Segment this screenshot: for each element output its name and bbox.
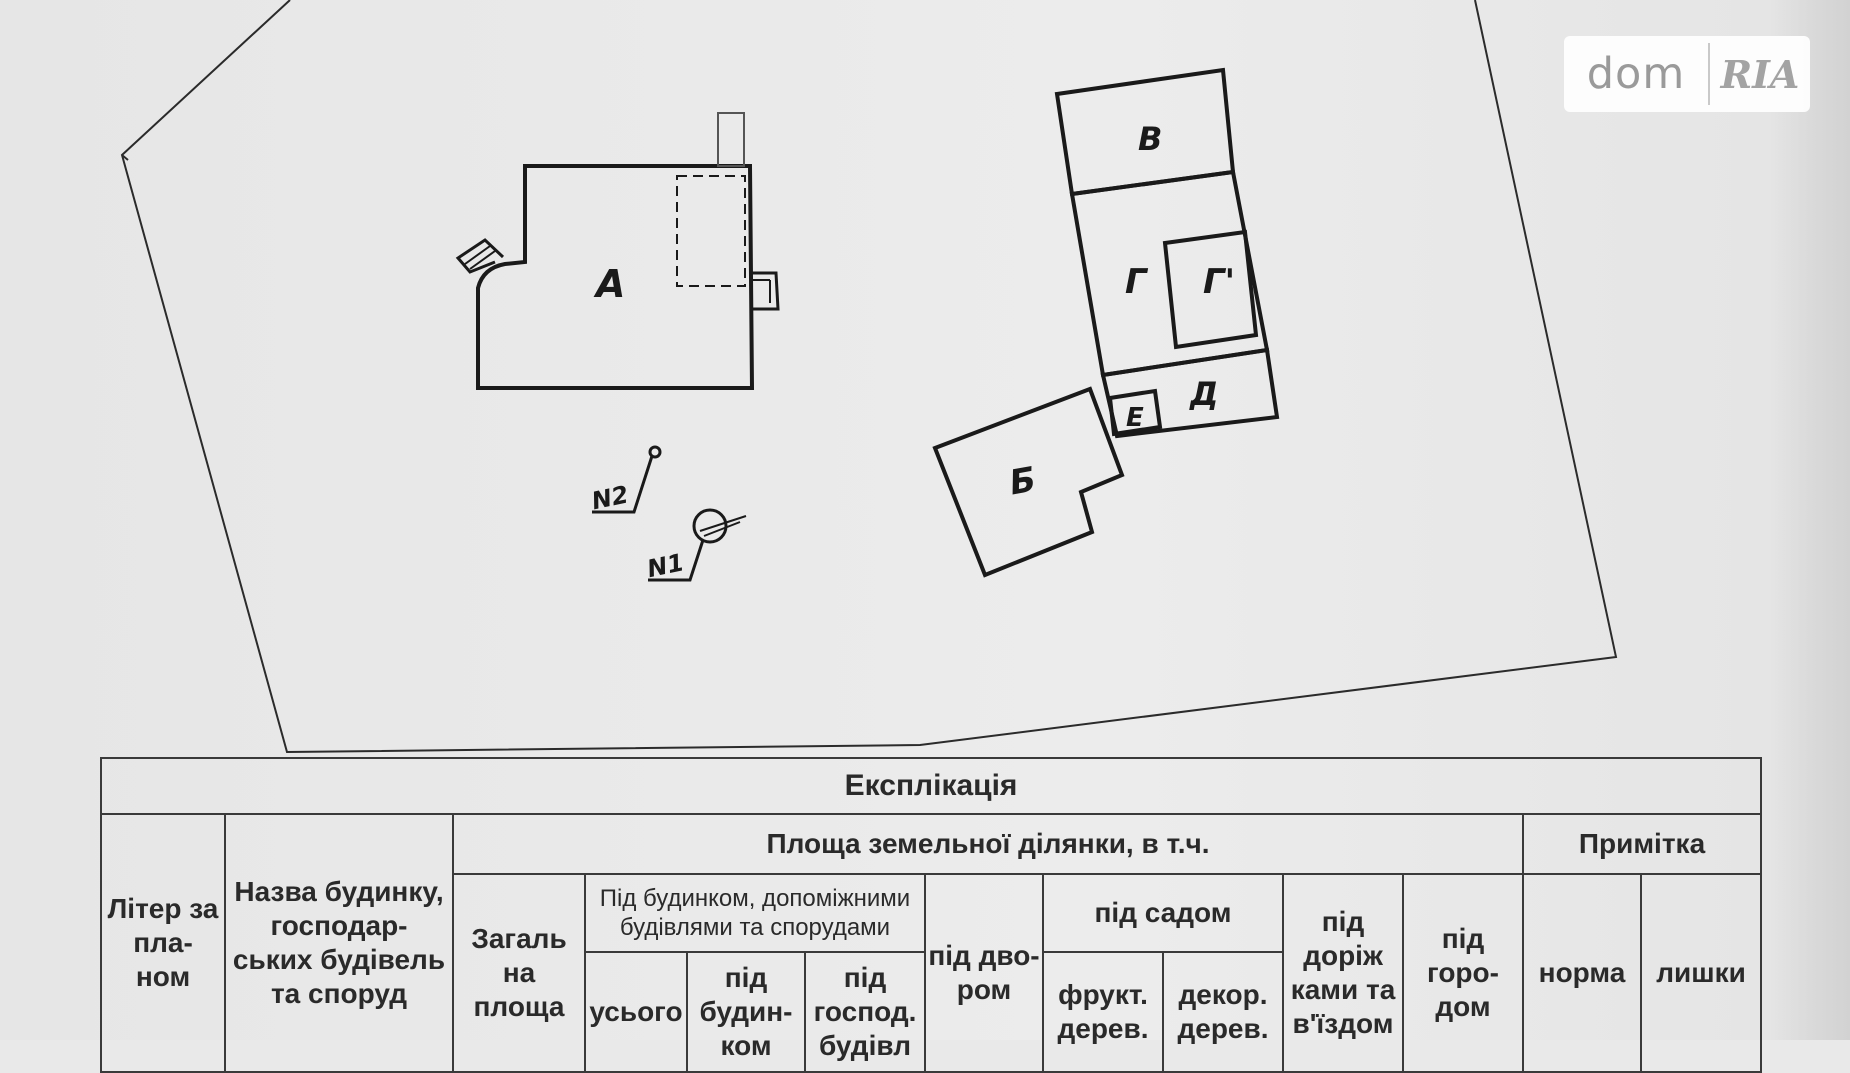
- label-building-g: Г: [1125, 262, 1149, 302]
- header-under-vegetable: під горо- дом: [1402, 873, 1524, 1073]
- label-building-d: Д: [1189, 375, 1219, 413]
- label-building-v: В: [1138, 120, 1162, 158]
- explication-title: Експлікація: [99, 757, 1763, 815]
- header-total: усього: [584, 951, 688, 1073]
- watermark-ria-text: RIA: [1720, 51, 1800, 97]
- label-building-e: Е: [1126, 403, 1144, 433]
- header-under-yard: під дво- ром: [924, 873, 1044, 1073]
- watermark-logo: dom RIA: [1564, 36, 1810, 112]
- plot-boundary-edge: [121, 154, 129, 161]
- header-fruit-trees: фрукт. дерев.: [1042, 951, 1164, 1073]
- building-complex: [932, 67, 1280, 578]
- label-marker-2: N2: [589, 480, 631, 515]
- label-building-g1: Г': [1203, 262, 1235, 302]
- header-norm: норма: [1522, 873, 1642, 1073]
- building-g1: [1162, 229, 1259, 350]
- explication-table-wrap: Експлікація Літер за пла- ном Назва буди…: [99, 757, 1763, 1073]
- building-b: [932, 386, 1125, 578]
- header-decor-trees: декор. дерев.: [1162, 951, 1284, 1073]
- building-a: [455, 112, 780, 390]
- explication-table: Експлікація Літер за пла- ном Назва буди…: [99, 757, 1763, 1073]
- label-building-a: А: [593, 262, 625, 306]
- page-edge-shadow: [1770, 0, 1850, 1040]
- header-under-house: під будин- ком: [686, 951, 806, 1073]
- marker-1: [648, 508, 747, 582]
- header-note-group: Примітка: [1521, 813, 1763, 875]
- marker-2: [592, 445, 662, 514]
- watermark-dom-text: dom: [1586, 49, 1686, 99]
- header-area-group: Площа земельної ділянки, в т.ч.: [452, 813, 1524, 875]
- site-plan-drawing: А Б В Г Г' Д Е N1 N2: [120, 0, 1618, 754]
- header-under-garden: під садом: [1042, 873, 1284, 953]
- label-marker-1: N1: [645, 548, 687, 583]
- header-total-area: Загаль на площа: [452, 873, 586, 1073]
- plot-boundary: [120, 0, 1618, 754]
- building-e: [1107, 388, 1163, 437]
- header-name: Назва будинку, господар- ських будівель …: [224, 813, 454, 1073]
- header-letter: Літер за пла- ном: [100, 813, 226, 1073]
- label-building-b: Б: [1007, 460, 1039, 504]
- header-excess: лишки: [1639, 873, 1763, 1073]
- header-under-outbuildings: під господ. будівл: [804, 951, 926, 1073]
- header-under-buildings: Під будинком, допоміжними будівлями та с…: [584, 873, 926, 953]
- watermark-separator: [1708, 43, 1710, 105]
- header-under-roads: під доріж ками та в'їздом: [1282, 873, 1404, 1073]
